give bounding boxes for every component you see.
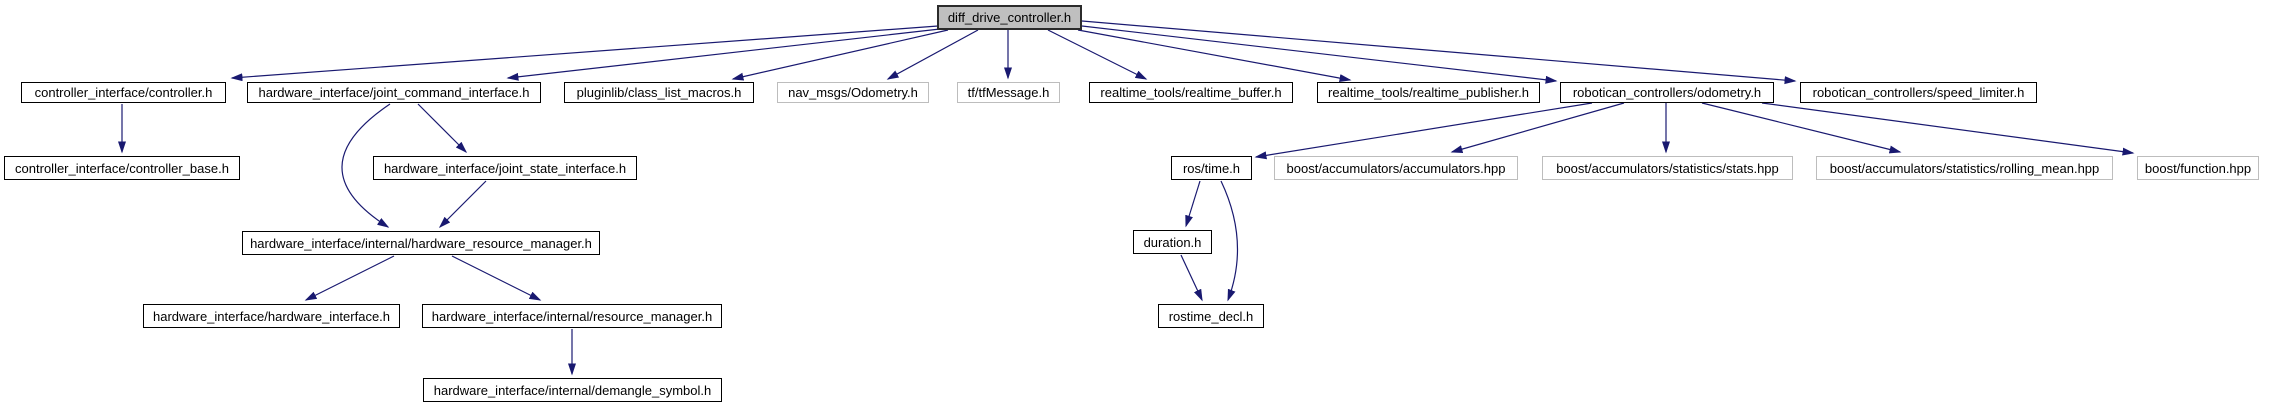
- graph-node-realtime_buffer[interactable]: realtime_tools/realtime_buffer.h: [1089, 82, 1293, 103]
- graph-node-odometry[interactable]: robotican_controllers/odometry.h: [1560, 82, 1774, 103]
- edge-odometry-to-ros_time: [1254, 102, 1593, 160]
- edge-diff_drive_controller-to-class_list_macros: [731, 29, 949, 81]
- graph-node-ros_time[interactable]: ros/time.h: [1171, 156, 1252, 180]
- graph-node-diff_drive_controller: diff_drive_controller.h: [937, 5, 1082, 30]
- edge-odometry-to-rolling_mean: [1701, 102, 1902, 154]
- graph-node-hardware_resource_manager[interactable]: hardware_interface/internal/hardware_res…: [242, 231, 600, 255]
- edge-diff_drive_controller-to-odometry: [1081, 25, 1558, 84]
- graph-node-hardware_interface[interactable]: hardware_interface/hardware_interface.h: [143, 304, 400, 328]
- graph-node-accumulators: boost/accumulators/accumulators.hpp: [1274, 156, 1518, 180]
- graph-node-joint_command_interface[interactable]: hardware_interface/joint_command_interfa…: [247, 82, 541, 103]
- graph-node-function_hpp: boost/function.hpp: [2137, 156, 2259, 180]
- graph-node-rolling_mean: boost/accumulators/statistics/rolling_me…: [1816, 156, 2113, 180]
- edge-hardware_resource_manager-to-hardware_interface: [304, 255, 395, 301]
- edge-odometry-to-function_hpp: [1761, 102, 2135, 156]
- edge-diff_drive_controller-to-realtime_publisher: [1077, 29, 1352, 83]
- edge-odometry-to-accumulators: [1450, 102, 1625, 153]
- edge-joint_command_interface-to-joint_state_interface: [417, 103, 468, 154]
- edge-diff_drive_controller-to-odometry_msg: [886, 29, 979, 80]
- graph-node-tf_message: tf/tfMessage.h: [957, 82, 1060, 103]
- graph-node-resource_manager[interactable]: hardware_interface/internal/resource_man…: [422, 304, 722, 328]
- edge-ros_time-to-duration: [1185, 180, 1201, 228]
- edge-diff_drive_controller-to-controller: [230, 25, 939, 82]
- edge-diff_drive_controller-to-speed_limiter: [1081, 20, 1797, 85]
- graph-node-demangle_symbol[interactable]: hardware_interface/internal/demangle_sym…: [423, 378, 722, 402]
- edge-hardware_resource_manager-to-resource_manager: [451, 255, 542, 301]
- graph-node-odometry_msg: nav_msgs/Odometry.h: [777, 82, 929, 103]
- graph-node-controller[interactable]: controller_interface/controller.h: [21, 82, 226, 103]
- graph-node-class_list_macros[interactable]: pluginlib/class_list_macros.h: [564, 82, 754, 103]
- graph-node-stats: boost/accumulators/statistics/stats.hpp: [1542, 156, 1793, 180]
- edge-diff_drive_controller-to-realtime_buffer: [1047, 29, 1148, 80]
- edge-ros_time-to-rostime_decl: [1220, 180, 1239, 302]
- edge-joint_command_interface-to-hardware_resource_manager: [341, 103, 391, 228]
- graph-node-duration[interactable]: duration.h: [1133, 230, 1212, 254]
- graph-node-realtime_publisher[interactable]: realtime_tools/realtime_publisher.h: [1317, 82, 1540, 103]
- edge-joint_state_interface-to-hardware_resource_manager: [438, 180, 487, 229]
- graph-node-controller_base[interactable]: controller_interface/controller_base.h: [4, 156, 240, 180]
- graph-node-speed_limiter[interactable]: robotican_controllers/speed_limiter.h: [1800, 82, 2037, 103]
- graph-node-joint_state_interface[interactable]: hardware_interface/joint_state_interface…: [373, 156, 637, 180]
- edge-duration-to-rostime_decl: [1180, 254, 1203, 302]
- edge-diff_drive_controller-to-joint_command_interface: [506, 28, 941, 81]
- graph-node-rostime_decl[interactable]: rostime_decl.h: [1158, 304, 1264, 328]
